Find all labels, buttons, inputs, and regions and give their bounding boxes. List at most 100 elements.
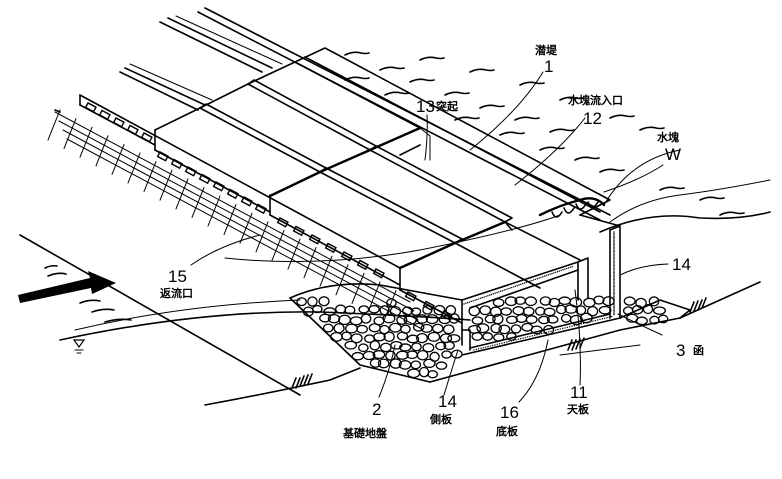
stipple-dot xyxy=(501,290,504,292)
wall-slot xyxy=(156,151,169,162)
wave-stroke xyxy=(379,66,405,71)
stone xyxy=(543,324,555,335)
stone xyxy=(416,349,429,361)
water-level-icon xyxy=(72,339,86,354)
stipple-dot xyxy=(561,327,564,330)
return-flow-line xyxy=(224,214,561,263)
stone xyxy=(593,295,605,305)
stipple-dot xyxy=(613,263,615,265)
stipple-dot xyxy=(613,290,615,292)
stipple-dot xyxy=(527,281,529,283)
stone xyxy=(395,350,409,360)
wave-stroke xyxy=(599,168,625,173)
stone xyxy=(560,313,572,323)
stipple-dot xyxy=(496,343,499,346)
label-15: 15 返流口 xyxy=(160,267,193,300)
stipple-dot xyxy=(554,329,557,331)
stipple-dot xyxy=(613,231,615,233)
stone xyxy=(377,358,390,369)
wall-slot xyxy=(356,259,369,271)
wave-stroke xyxy=(539,146,565,151)
stipple-dot xyxy=(613,288,615,291)
stipple-dot xyxy=(514,285,517,287)
stone xyxy=(555,304,567,315)
stipple-dot xyxy=(601,318,604,320)
wave-stroke xyxy=(659,186,685,191)
stone xyxy=(492,298,505,308)
wave-stroke xyxy=(479,104,505,109)
stipple-dot xyxy=(606,317,608,319)
stipple-dot xyxy=(536,277,539,280)
wave-stroke xyxy=(344,51,370,56)
stipple-dot xyxy=(487,345,489,348)
stipple-dot xyxy=(468,301,471,303)
grid-line xyxy=(303,247,317,279)
stone xyxy=(524,296,538,307)
label-number: 16 xyxy=(500,403,519,422)
seabed-lines xyxy=(19,109,771,406)
stipple-dot xyxy=(613,242,615,244)
stipple-dot xyxy=(498,343,501,345)
stipple-dot xyxy=(608,316,611,318)
grid-line xyxy=(335,264,349,296)
stipple-dot xyxy=(472,300,474,302)
stipple-dot xyxy=(542,276,544,278)
stone xyxy=(468,305,481,317)
stone xyxy=(538,315,550,325)
soil-hatching xyxy=(291,297,707,389)
inflow-channel xyxy=(294,47,611,231)
stone xyxy=(372,350,386,360)
stipple-dot xyxy=(613,235,615,237)
stone xyxy=(512,306,525,316)
label-2: 2 基礎地盤 xyxy=(342,400,388,440)
stone xyxy=(442,324,455,335)
stipple-dot xyxy=(613,277,615,279)
stone xyxy=(479,305,492,316)
label-16: 16 底板 xyxy=(496,403,519,438)
stipple-dot xyxy=(613,285,615,288)
stone xyxy=(515,313,528,323)
stone xyxy=(329,331,343,342)
stipple-dot xyxy=(613,278,615,281)
stipple-dot xyxy=(466,302,469,304)
stipple-dot xyxy=(543,275,546,277)
stone xyxy=(319,313,332,323)
stipple-dot xyxy=(599,318,601,321)
stipple-dot xyxy=(522,337,524,339)
stipple-dot xyxy=(479,297,482,299)
wall-slot xyxy=(98,109,111,121)
stipple-dot xyxy=(498,291,500,293)
grid-line xyxy=(62,129,419,321)
stone xyxy=(418,366,430,378)
stone xyxy=(360,313,372,324)
stone xyxy=(476,323,490,334)
stone xyxy=(422,342,435,353)
wall-slot xyxy=(324,242,337,254)
stipple-dot xyxy=(510,286,513,289)
stone xyxy=(412,322,425,332)
stone xyxy=(386,298,397,308)
stipple-dot xyxy=(571,265,573,268)
stone xyxy=(344,340,358,350)
stipple-dot xyxy=(613,271,615,274)
stone xyxy=(425,314,439,325)
stipple-dot xyxy=(465,302,467,305)
stipple-dot xyxy=(477,298,480,300)
stone xyxy=(490,323,502,334)
stone xyxy=(396,331,409,341)
label-number: 3 xyxy=(676,341,685,360)
stipple-dot xyxy=(613,267,615,270)
stone xyxy=(484,314,496,324)
stone xyxy=(356,324,368,334)
stone xyxy=(500,307,513,316)
label-text: 返流口 xyxy=(160,286,193,300)
stipple-dot xyxy=(534,278,537,280)
stipple-dot xyxy=(547,274,550,276)
stone xyxy=(546,315,559,324)
stone xyxy=(530,325,543,335)
stone xyxy=(350,333,363,344)
stipple-dot xyxy=(545,331,548,334)
stipple-dot xyxy=(526,336,529,338)
stone xyxy=(510,324,522,334)
stipple-dot xyxy=(613,297,615,299)
